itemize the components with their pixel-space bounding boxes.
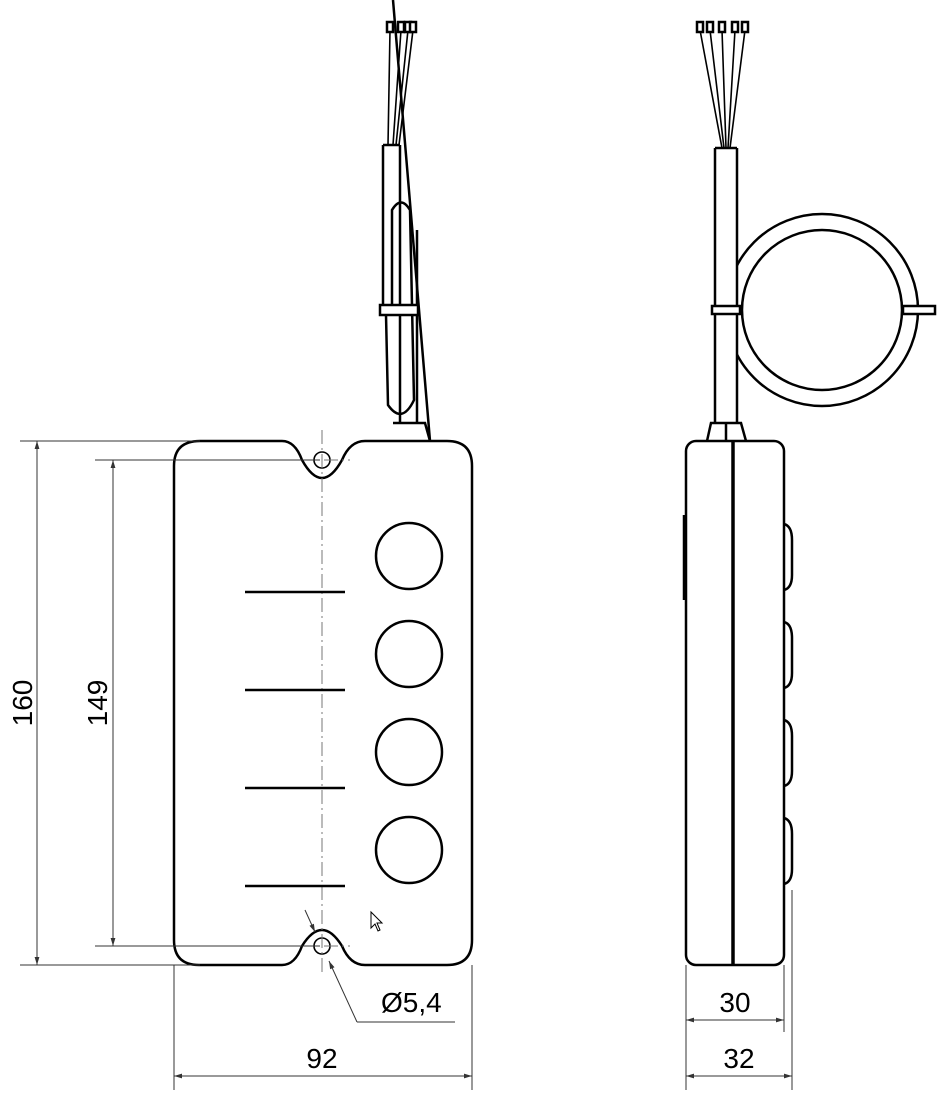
label-lines [245,590,345,888]
cable [378,143,420,423]
button-profiles [783,522,794,886]
dim-text-92: 92 [306,1043,337,1074]
button-4 [374,815,444,885]
dimension-92: 92 [173,965,473,1090]
dimension-149: 149 [82,459,320,947]
dimension-32: 32 [686,890,793,1090]
cable-tie-2 [901,304,937,316]
button-3 [374,717,444,787]
dim-text-160: 160 [7,680,38,727]
cable-tie-1 [710,304,742,316]
dim-text-30: 30 [719,987,750,1018]
wires-side [695,20,750,149]
side-view: 30 32 [682,20,937,1090]
dim-text-32: 32 [723,1043,754,1074]
wires [385,20,418,146]
mouse-cursor-icon [370,910,384,932]
button-2 [374,619,444,689]
cable-tie [378,303,420,317]
cable-gland-side [705,421,748,442]
button-1 [374,521,444,591]
front-view: 160 149 92 Ø5,4 [7,0,474,1090]
cable-loop [710,146,937,423]
dimension-160: 160 [7,440,200,966]
dim-text-diameter: Ø5,4 [381,987,442,1018]
dimension-hole-diameter: Ø5,4 [304,909,455,1023]
buttons [374,521,444,885]
cable-gland [391,0,432,442]
dimension-30: 30 [685,965,785,1090]
enclosure-side [684,439,786,967]
dim-text-149: 149 [82,680,113,727]
